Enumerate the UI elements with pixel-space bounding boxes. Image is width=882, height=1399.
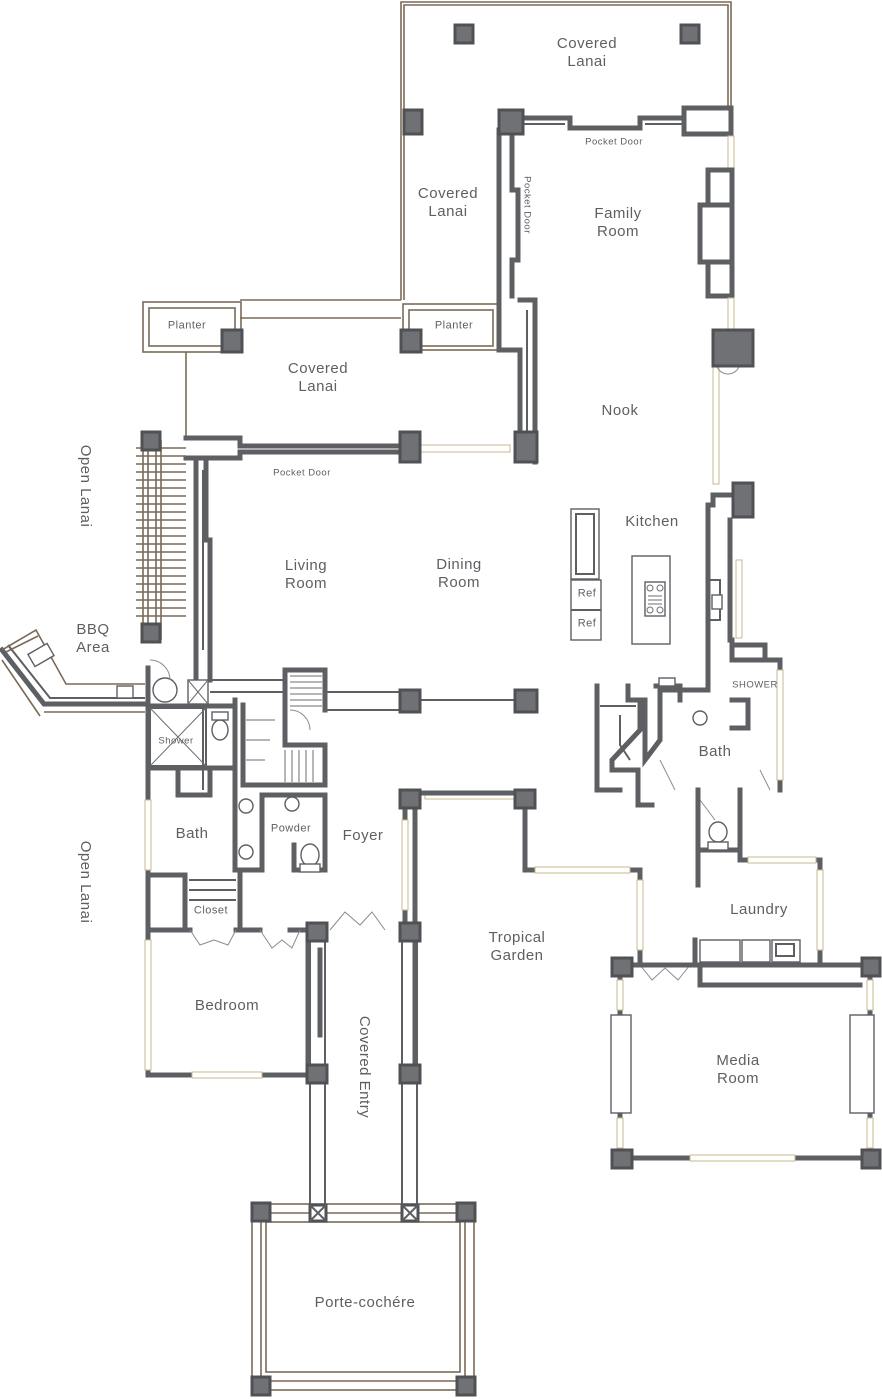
laundry-walls: [692, 856, 863, 968]
kitchen-fixtures: [570, 508, 671, 645]
closet-label: Closet: [193, 904, 229, 917]
kitchen-label: Kitchen: [625, 513, 679, 530]
ref-1-label: Ref: [577, 587, 597, 600]
stair-icon: [210, 667, 525, 788]
bbq-area: [0, 628, 148, 717]
shower-right-label: SHOWER: [732, 679, 778, 691]
kitchen-east-walls: [657, 492, 784, 793]
laundry-label: Laundry: [730, 901, 788, 918]
cooktop-icon: [644, 581, 666, 617]
bedroom-label: Bedroom: [194, 997, 260, 1014]
planter-left-label: Planter: [167, 319, 207, 332]
porte-cochere-outline: [251, 1203, 475, 1391]
toilet-icon: [211, 711, 321, 873]
pantry-walls: [594, 677, 683, 808]
foyer-label: Foyer: [342, 827, 384, 844]
planter-right-label: Planter: [434, 319, 474, 332]
column-icon: [140, 23, 882, 1397]
bath-right-label: Bath: [698, 743, 732, 760]
pocket-door-top-label: Pocket Door: [585, 136, 643, 148]
nook-label: Nook: [601, 402, 639, 419]
shower-left-label: Shower: [158, 735, 194, 747]
pocket-door-top: [505, 105, 734, 137]
bath-left-label: Bath: [175, 825, 209, 842]
powder-label: Powder: [270, 822, 312, 835]
ref-2-label: Ref: [577, 617, 597, 630]
shower-left: [149, 677, 209, 767]
left-wing-walls: [144, 665, 328, 1079]
open-lanai-lower-label: Open Lanai: [77, 840, 94, 924]
sink-icon: [238, 710, 708, 1068]
media-room-walls: [610, 962, 875, 1163]
living-room-west-wall: [193, 455, 213, 683]
nook-east-wall: [712, 349, 741, 485]
family-room-east-wall: [697, 135, 735, 331]
pocket-door-living: [183, 435, 511, 461]
open-lanai-upper-label: Open Lanai: [77, 444, 94, 528]
pocket-door-vertical-label: Pocket Door: [521, 176, 533, 234]
pocket-door-vertical: [496, 127, 538, 465]
pocket-door-living-label: Pocket Door: [273, 467, 331, 479]
porte-cochere-label: Porte-cochére: [314, 1294, 416, 1311]
door-swing-icon: [149, 659, 771, 981]
pergola-icon: [136, 440, 186, 640]
right-bath-walls: [695, 642, 768, 888]
planter-left: [142, 301, 242, 353]
covered-entry-label: Covered Entry: [356, 1015, 373, 1119]
covered-lanai-outline: [185, 1, 732, 438]
